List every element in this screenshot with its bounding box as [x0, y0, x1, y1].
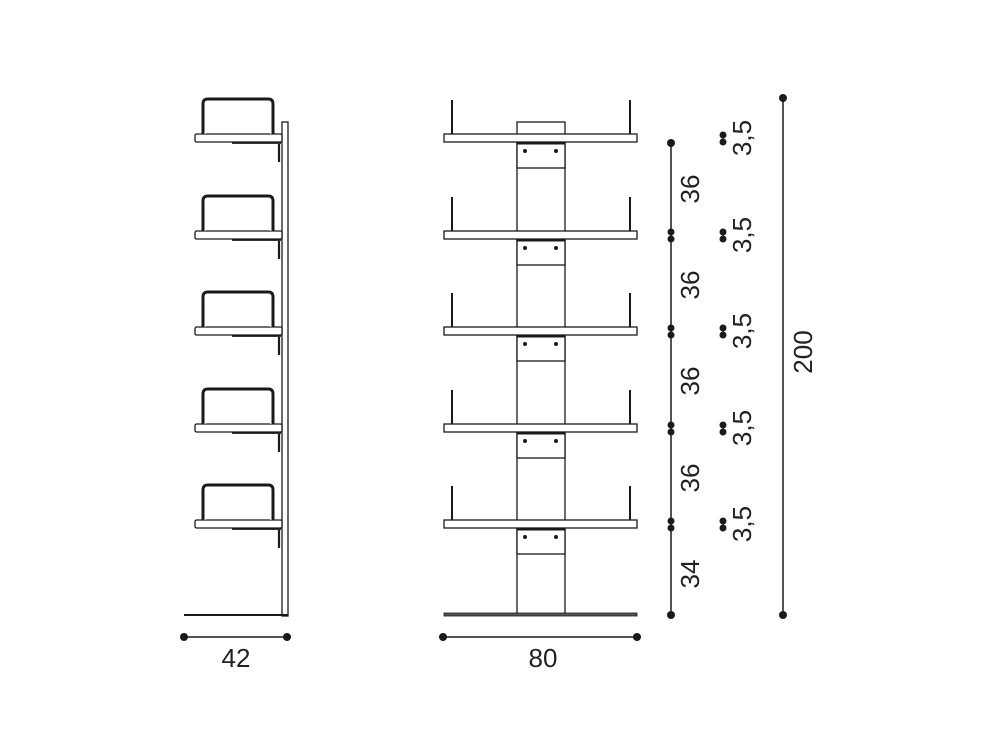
spacing-label-5: 34 — [675, 560, 705, 589]
side-back-panel — [281, 121, 289, 617]
front-top-cap — [516, 121, 566, 136]
side-shelf — [194, 483, 283, 548]
depth-dimension: 42 — [180, 633, 291, 673]
side-shelf — [194, 97, 283, 162]
spacing-labels: 36 36 36 36 34 — [675, 175, 705, 589]
thickness-label-5: 3,5 — [727, 506, 757, 542]
spacing-label-1: 36 — [675, 175, 705, 204]
side-view — [184, 97, 289, 617]
spacing-dimension-line — [667, 139, 675, 619]
front-view — [443, 100, 638, 617]
width-dimension: 80 — [439, 633, 641, 673]
front-shelf — [443, 197, 638, 266]
total-height-dimension: 200 — [779, 94, 818, 619]
total-height-label: 200 — [788, 330, 818, 373]
thickness-label-3: 3,5 — [727, 313, 757, 349]
spacing-label-4: 36 — [675, 464, 705, 493]
front-shelf — [443, 390, 638, 459]
spacing-label-2: 36 — [675, 271, 705, 300]
thickness-label-4: 3,5 — [727, 410, 757, 446]
front-shelf — [443, 100, 638, 169]
thickness-dimensions: 3,5 3,5 3,5 3,5 3,5 — [719, 120, 757, 542]
thickness-label-1: 3,5 — [727, 120, 757, 156]
thickness-label-2: 3,5 — [727, 217, 757, 253]
front-shelf — [443, 486, 638, 555]
depth-label: 42 — [222, 643, 251, 673]
front-base-plate — [443, 612, 638, 617]
side-shelf — [194, 387, 283, 452]
side-shelf — [194, 290, 283, 355]
spacing-label-3: 36 — [675, 367, 705, 396]
side-shelf — [194, 194, 283, 259]
width-label: 80 — [529, 643, 558, 673]
front-shelf — [443, 293, 638, 362]
